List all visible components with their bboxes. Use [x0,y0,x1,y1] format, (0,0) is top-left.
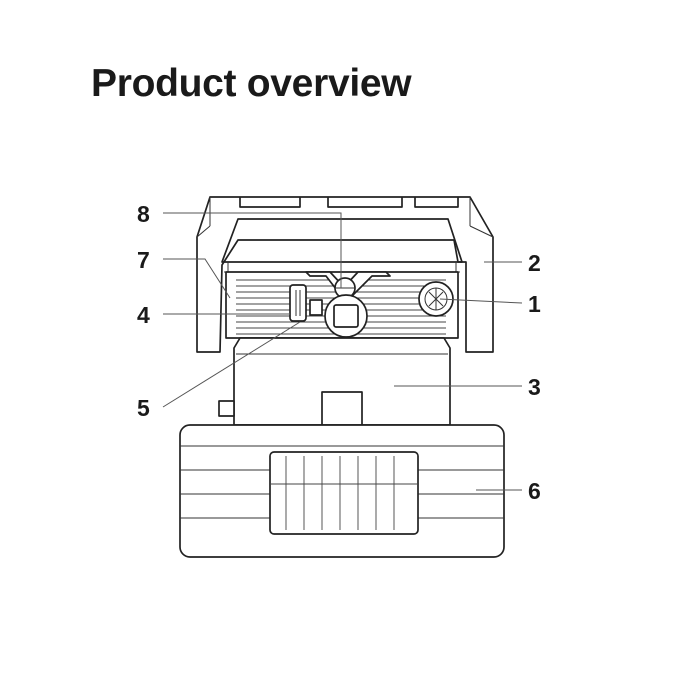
callout-2: 2 [528,250,541,276]
leader-lines [162,212,523,491]
callout-8: 8 [137,201,150,227]
base-housing [179,424,505,558]
middle-body [218,337,451,426]
callout-6: 6 [528,478,541,504]
callout-7: 7 [137,247,150,273]
front-panel [221,218,463,273]
callout-3: 3 [528,374,541,400]
page-title: Product overview [91,62,412,105]
callout-5: 5 [137,395,150,421]
callout-numbers: 8 7 4 5 2 1 3 6 [137,201,541,504]
callout-1: 1 [528,291,541,317]
upper-housing [196,196,494,353]
control-panel [225,271,459,339]
callout-4: 4 [137,302,150,328]
